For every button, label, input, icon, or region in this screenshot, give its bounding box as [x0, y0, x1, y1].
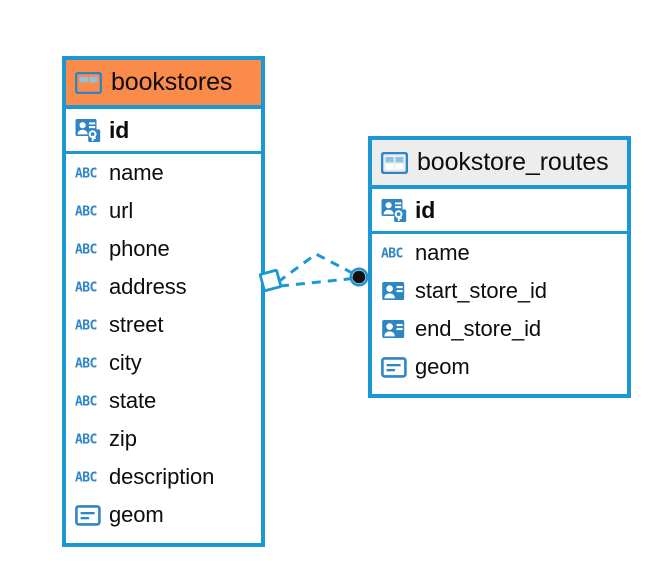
field-label: name — [109, 160, 164, 185]
field-row[interactable]: ABC state — [66, 382, 261, 420]
field-row[interactable]: ABC name — [372, 234, 627, 272]
table-icon — [75, 71, 102, 94]
filled-circle-marker — [349, 267, 369, 287]
field-row[interactable]: id — [66, 109, 261, 154]
relationship-line-lower — [279, 276, 359, 288]
abc-text-icon: ABC — [381, 245, 407, 261]
field-label: name — [415, 240, 470, 265]
abc-text-icon: ABC — [75, 241, 101, 257]
svg-text:ABC: ABC — [75, 395, 97, 409]
field-label: id — [415, 196, 436, 223]
field-row[interactable]: ABC description — [66, 458, 261, 496]
abc-text-icon: ABC — [75, 355, 101, 371]
entity-header-bookstores[interactable]: bookstores — [66, 60, 261, 109]
abc-text-icon: ABC — [75, 165, 101, 181]
abc-text-icon: ABC — [75, 393, 101, 409]
svg-text:ABC: ABC — [381, 247, 403, 261]
field-row[interactable]: ABC address — [66, 268, 261, 306]
svg-text:ABC: ABC — [75, 243, 97, 257]
field-label: geom — [109, 502, 164, 527]
entity-title: bookstores — [111, 68, 233, 96]
field-row[interactable]: geom — [372, 348, 627, 386]
entity-bookstores[interactable]: bookstores id A — [62, 56, 265, 547]
svg-text:ABC: ABC — [75, 281, 97, 295]
field-row[interactable]: ABC zip — [66, 420, 261, 458]
field-label: geom — [415, 354, 470, 379]
relationship-connector[interactable] — [258, 244, 378, 306]
field-label: end_store_id — [415, 316, 542, 341]
svg-text:ABC: ABC — [75, 319, 97, 333]
entity-title: bookstore_routes — [417, 148, 609, 176]
field-label: id — [109, 116, 130, 143]
field-row[interactable]: ABC url — [66, 192, 261, 230]
field-row[interactable]: id — [372, 189, 627, 234]
geometry-icon — [381, 356, 407, 378]
primary-key-icon — [381, 197, 407, 223]
entity-header-bookstore-routes[interactable]: bookstore_routes — [372, 140, 627, 189]
field-label: phone — [109, 236, 170, 261]
entity-bookstore-routes[interactable]: bookstore_routes id — [368, 136, 631, 398]
abc-text-icon: ABC — [75, 431, 101, 447]
field-label: city — [109, 350, 142, 375]
field-row[interactable]: ABC phone — [66, 230, 261, 268]
field-label: start_store_id — [415, 278, 547, 303]
abc-text-icon: ABC — [75, 469, 101, 485]
field-row[interactable]: ABC street — [66, 306, 261, 344]
field-row[interactable]: start_store_id — [372, 272, 627, 310]
field-label: description — [109, 464, 215, 489]
abc-text-icon: ABC — [75, 203, 101, 219]
field-row[interactable]: ABC name — [66, 154, 261, 192]
field-label: address — [109, 274, 187, 299]
table-icon — [381, 151, 408, 174]
field-label: url — [109, 198, 134, 223]
field-row[interactable]: end_store_id — [372, 310, 627, 348]
geometry-icon — [75, 504, 101, 526]
svg-text:ABC: ABC — [75, 471, 97, 485]
svg-text:ABC: ABC — [75, 205, 97, 219]
svg-text:ABC: ABC — [75, 433, 97, 447]
field-row[interactable]: ABC city — [66, 344, 261, 382]
svg-text:ABC: ABC — [75, 167, 97, 181]
field-label: zip — [109, 426, 137, 451]
foreign-key-icon — [381, 318, 407, 340]
field-row[interactable]: geom — [66, 496, 261, 534]
abc-text-icon: ABC — [75, 279, 101, 295]
abc-text-icon: ABC — [75, 317, 101, 333]
primary-key-icon — [75, 117, 101, 143]
relationship-line-upper — [277, 252, 359, 284]
field-label: state — [109, 388, 157, 413]
foreign-key-icon — [381, 280, 407, 302]
field-label: street — [109, 312, 164, 337]
svg-text:ABC: ABC — [75, 357, 97, 371]
